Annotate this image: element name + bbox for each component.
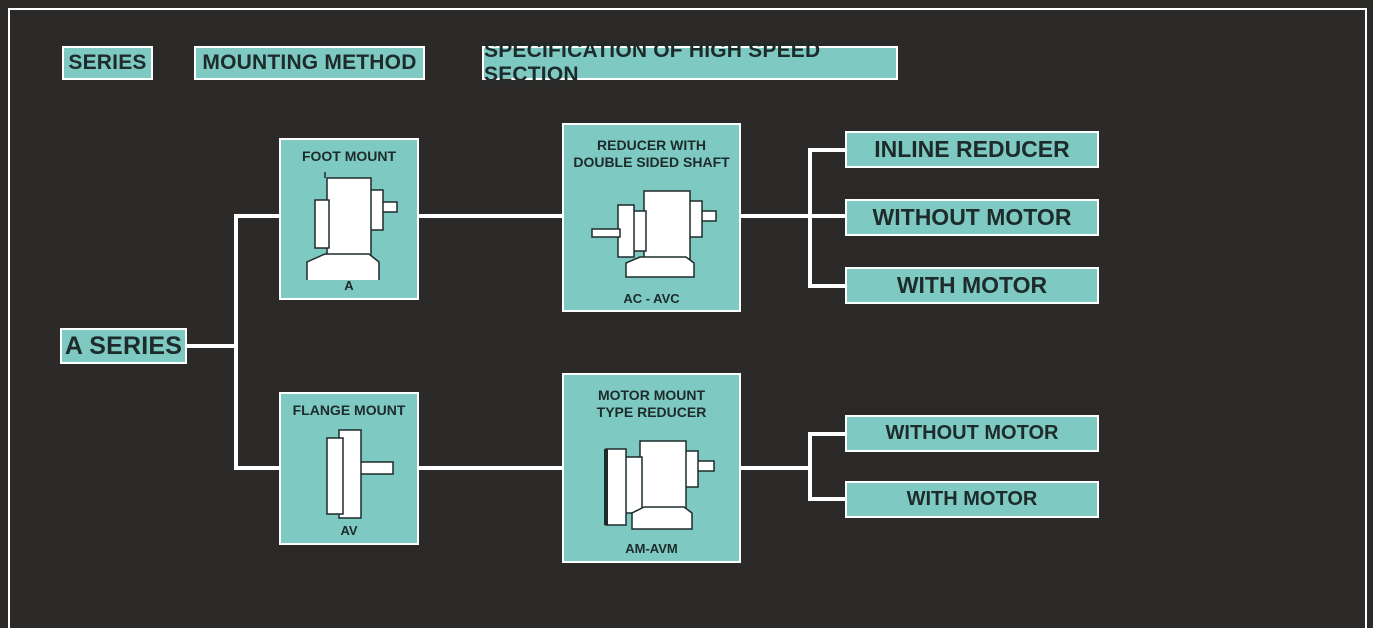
foot-mount-title: FOOT MOUNT [301,148,397,164]
foot-mount-reducer-icon [306,172,398,280]
foot-mount-card: FOOT MOUNT A [279,138,419,300]
output-bottom-with-motor: WITH MOTOR [845,481,1099,518]
double-shaft-title-line2: DOUBLE SIDED SHAFT [573,154,730,170]
motor-mount-title-line1: MOTOR MOUNT [597,387,706,403]
double-shaft-title-line1: REDUCER WITH [597,137,706,153]
diagram-frame [8,8,1367,628]
motor-mount-code: AM-AVM [625,541,678,556]
double-shaft-code: AC - AVC [623,291,680,306]
mounting-method-header: MOUNTING METHOD [194,46,425,80]
flange-mount-reducer-icon [326,429,394,519]
foot-mount-code: A [344,278,354,293]
flange-mount-code: AV [340,523,358,538]
spec-header: SPECIFICATION OF HIGH SPEED SECTION [482,39,898,86]
motor-mount-card: MOTOR MOUNT TYPE REDUCER AM-AVM [562,373,741,563]
output-top-without-motor: WITHOUT MOTOR [845,199,1099,236]
motor-mount-reducer-icon [604,440,715,530]
flange-mount-card: FLANGE MOUNT AV [279,392,419,545]
series-header: SERIES [62,46,153,80]
double-shaft-card: REDUCER WITH DOUBLE SIDED SHAFT AC - AVC [562,123,741,312]
output-top-with-motor: WITH MOTOR [845,267,1099,304]
a-series-node: A SERIES [60,328,187,364]
output-inline-reducer: INLINE REDUCER [845,131,1099,168]
motor-mount-title-line2: TYPE REDUCER [596,404,707,420]
flange-mount-title: FLANGE MOUNT [292,402,406,418]
double-shaft-reducer-icon [591,190,717,278]
output-bottom-without-motor: WITHOUT MOTOR [845,415,1099,452]
